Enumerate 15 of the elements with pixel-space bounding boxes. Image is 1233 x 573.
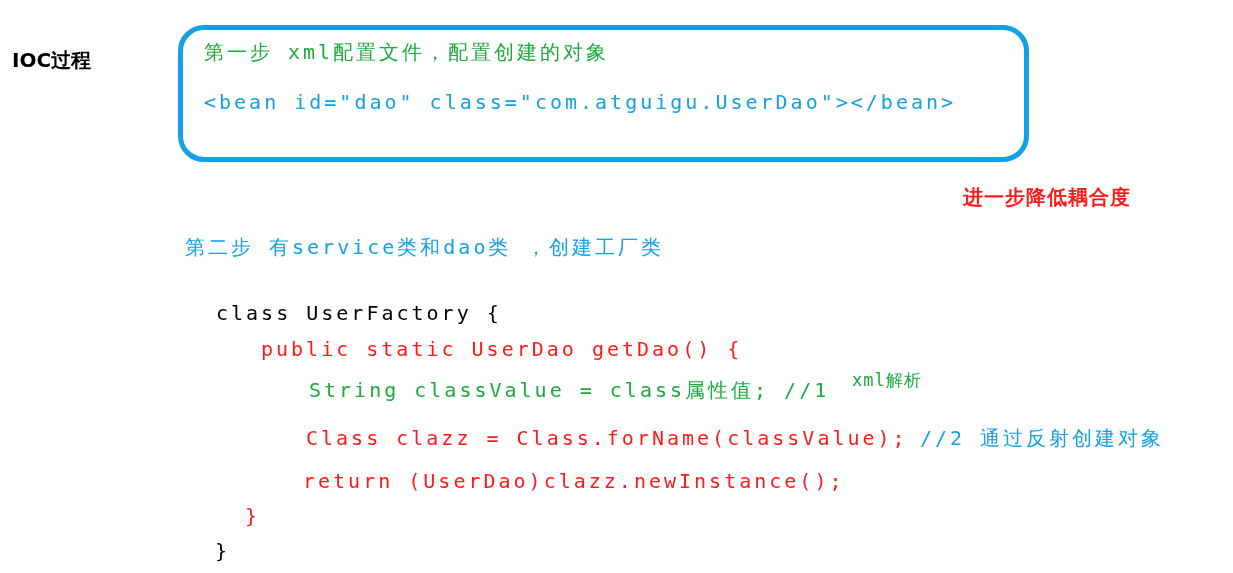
code-comment: //2 通过反射创建对象 (920, 426, 1165, 450)
rounded-box (178, 25, 1029, 162)
code-line: String classValue = class属性值; //1 (309, 378, 830, 402)
code-line: class UserFactory { (216, 301, 502, 325)
xml-code-line: <bean id="dao" class="com.atguigu.UserDao"></bean> (204, 90, 957, 114)
code-line: } (215, 539, 231, 563)
step-heading: 第二步 有service类和dao类 ，创建工厂类 (185, 235, 665, 259)
code-line: public static UserDao getDao() { (261, 337, 743, 361)
code-line: Class clazz = Class.forName(classValue); (306, 426, 908, 450)
code-line: } (245, 504, 261, 528)
note-text: 进一步降低耦合度 (963, 185, 1131, 209)
heading-text: IOC过程 (12, 48, 92, 72)
code-line: return (UserDao)clazz.newInstance(); (303, 469, 845, 493)
step-heading: 第一步 xml配置文件，配置创建的对象 (204, 40, 610, 64)
code-comment: xml解析 (852, 369, 922, 392)
